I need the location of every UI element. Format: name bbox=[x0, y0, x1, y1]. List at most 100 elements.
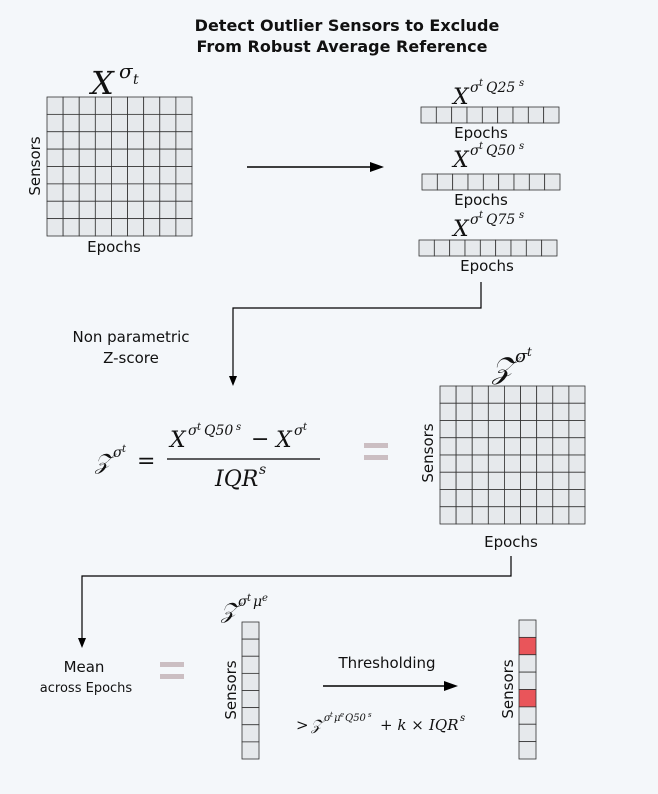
z-matrix-cell bbox=[536, 506, 554, 525]
z-matrix-cell bbox=[568, 506, 586, 525]
top-matrix-cell bbox=[143, 183, 161, 202]
threshold-supsup: t bbox=[330, 711, 333, 719]
z-matrix-cell bbox=[568, 437, 586, 456]
top-matrix-cell bbox=[159, 183, 177, 202]
z-matrix-row-label: Sensors bbox=[419, 423, 437, 482]
formula-num-a-sup: σ bbox=[188, 423, 198, 439]
top-matrix-cell bbox=[143, 96, 161, 115]
z-matrix-cell bbox=[439, 420, 457, 439]
q50-row-cell bbox=[498, 173, 515, 191]
z-matrix-cell bbox=[520, 471, 538, 490]
q25-row-cell bbox=[481, 106, 499, 124]
top-matrix-cell bbox=[143, 148, 161, 167]
z-matrix-symbol: 𝒵 σ t bbox=[491, 345, 532, 386]
q75-row-cell bbox=[433, 239, 451, 257]
q25-row-cell bbox=[466, 106, 483, 124]
top-matrix-cell bbox=[62, 200, 80, 220]
z-matrix-cell bbox=[504, 402, 521, 421]
mean-column-cell bbox=[241, 741, 260, 760]
q25-symbol-sup: σ bbox=[470, 80, 480, 96]
top-matrix-cell bbox=[46, 183, 64, 202]
top-matrix-cell bbox=[78, 166, 96, 185]
top-matrix-cell bbox=[159, 96, 177, 115]
top-matrix-symbol-sup: σ bbox=[119, 59, 134, 83]
title-line-2: From Robust Average Reference bbox=[196, 37, 487, 56]
top-matrix-cell bbox=[159, 200, 177, 220]
mean-symbol-sup: σ bbox=[238, 594, 248, 610]
q50-row-cells bbox=[421, 173, 561, 191]
z-matrix-cell bbox=[455, 471, 473, 490]
z-matrix-cell bbox=[520, 420, 538, 439]
result-column-cell bbox=[518, 619, 537, 638]
q25-row-cell bbox=[512, 106, 529, 124]
top-matrix-cell bbox=[143, 218, 161, 237]
q50-row-cell bbox=[436, 173, 454, 191]
mean-note-line-2: across Epochs bbox=[40, 681, 133, 696]
top-matrix-cell bbox=[159, 131, 177, 150]
top-matrix-cell bbox=[94, 183, 112, 202]
z-matrix-cell bbox=[504, 489, 521, 508]
z-matrix-col-label: Epochs bbox=[484, 533, 538, 551]
quantile-q25: X σ t Q25 s Epochs bbox=[420, 78, 560, 142]
top-matrix-cell bbox=[127, 166, 145, 185]
top-matrix-cell bbox=[78, 113, 96, 133]
z-matrix-cell bbox=[455, 454, 473, 473]
z-matrix-cell bbox=[504, 471, 521, 490]
mean-column-symbol: 𝒵 σ t μ e bbox=[220, 593, 268, 624]
z-matrix-cell bbox=[536, 420, 554, 439]
top-matrix-cell bbox=[175, 218, 193, 237]
z-matrix-cell bbox=[487, 506, 505, 525]
top-matrix-cell bbox=[159, 166, 177, 185]
mean-column-cell bbox=[241, 621, 260, 640]
arrow-threshold bbox=[323, 681, 458, 691]
q75-row-cell bbox=[495, 239, 512, 257]
z-matrix-cell bbox=[568, 420, 586, 439]
mean-symbol-mu: μ bbox=[253, 594, 262, 610]
top-matrix-cell bbox=[62, 218, 80, 237]
z-matrix-cell bbox=[504, 506, 521, 525]
q25-label: Epochs bbox=[454, 124, 508, 142]
z-matrix-cell bbox=[439, 489, 457, 508]
q50-row-cell bbox=[528, 173, 546, 191]
mean-column-cell bbox=[241, 672, 260, 691]
z-matrix-cell bbox=[455, 506, 473, 525]
top-matrix-cell bbox=[78, 183, 96, 202]
result-column-cell bbox=[518, 654, 537, 673]
top-matrix-cell bbox=[46, 113, 64, 133]
formula-den-sup: s bbox=[259, 462, 266, 478]
top-matrix-cell bbox=[159, 218, 177, 237]
top-matrix-cell bbox=[94, 218, 112, 237]
top-matrix-cell bbox=[94, 148, 112, 167]
z-matrix-cell bbox=[439, 437, 457, 456]
top-matrix-cell bbox=[46, 200, 64, 220]
mean-column-row-label: Sensors bbox=[222, 660, 240, 719]
formula-num-a-base: X bbox=[168, 428, 187, 453]
top-matrix-cell bbox=[62, 113, 80, 133]
top-matrix-cell bbox=[62, 166, 80, 185]
formula-equals: = bbox=[137, 449, 155, 474]
top-matrix-cell bbox=[111, 131, 128, 150]
z-matrix-cell bbox=[455, 385, 473, 404]
q75-row-cell bbox=[418, 239, 435, 257]
top-matrix-cell bbox=[127, 148, 145, 167]
zscore-note-line-2: Z-score bbox=[103, 349, 159, 367]
top-matrix-cell bbox=[127, 131, 145, 150]
z-matrix-cell bbox=[455, 489, 473, 508]
q75-symbol-tailsup: s bbox=[519, 210, 524, 221]
top-matrix-cell bbox=[62, 131, 80, 150]
top-matrix-cell bbox=[143, 131, 161, 150]
top-matrix-cell bbox=[159, 148, 177, 167]
z-matrix-cell bbox=[455, 402, 473, 421]
z-matrix-cell bbox=[536, 454, 554, 473]
formula-num-b-supsup: t bbox=[303, 422, 308, 433]
z-matrix-cell bbox=[455, 437, 473, 456]
q50-row-cell bbox=[544, 173, 561, 191]
top-matrix-cell bbox=[127, 183, 145, 202]
threshold-mu: μ bbox=[334, 713, 341, 724]
formula-num-a-supsup: t bbox=[197, 422, 202, 433]
mean-note-line-1: Mean bbox=[64, 658, 105, 676]
z-matrix-cell bbox=[504, 454, 521, 473]
top-matrix-cell bbox=[127, 113, 145, 133]
z-matrix-cell bbox=[552, 471, 570, 490]
top-matrix-cell bbox=[175, 200, 193, 220]
